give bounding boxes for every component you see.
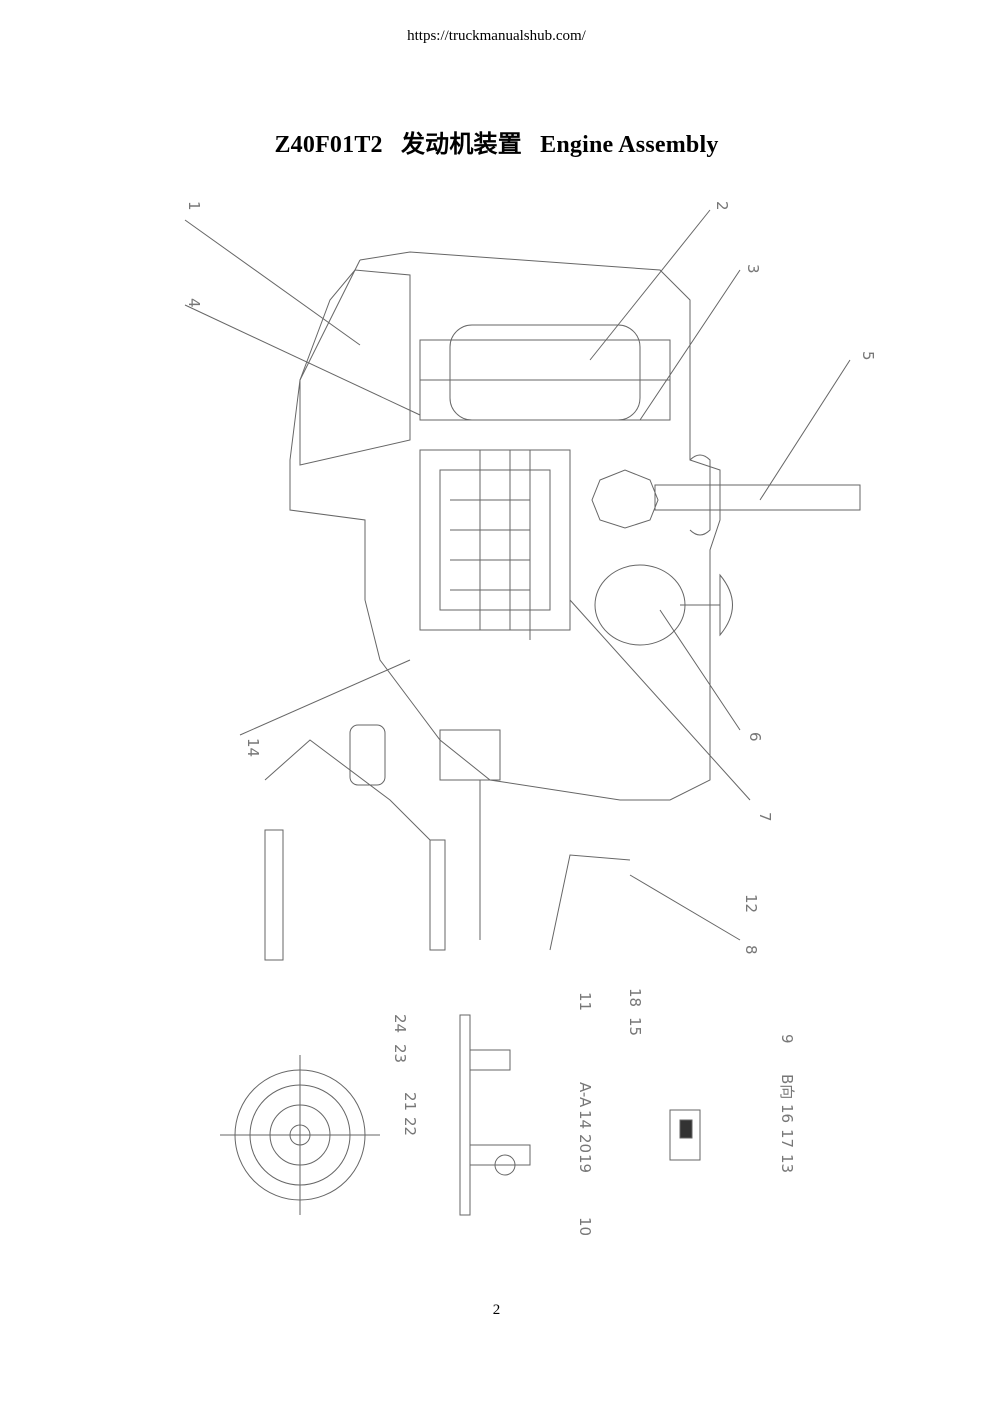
callout-1: 1	[185, 201, 203, 211]
callout-7: 7	[756, 812, 774, 822]
section-block-lower	[469, 1144, 531, 1166]
page-title: Z40F01T2 发动机装置 Engine Assembly	[0, 124, 993, 159]
view-b-block	[669, 1109, 701, 1161]
leader-7	[569, 599, 751, 801]
muffler	[594, 564, 686, 646]
radiator	[449, 324, 641, 421]
callout-3: 3	[744, 264, 762, 274]
callout-19: 19	[576, 1154, 594, 1173]
callout-13: 13	[778, 1154, 796, 1173]
callout-9: 9	[778, 1034, 796, 1044]
drawing-svg: 1 2 3 4 5 6 7 8 9 10 11 12 13 14 15 16 1…	[184, 201, 877, 1236]
pedal-linkage	[549, 854, 631, 951]
callout-2: 2	[713, 201, 731, 211]
callout-23: 23	[391, 1044, 409, 1063]
intake-pipe	[654, 484, 861, 511]
view-label-b: B向	[778, 1074, 796, 1099]
section-block-upper	[469, 1049, 511, 1071]
lower-pad	[349, 724, 386, 786]
engine-block	[419, 449, 571, 631]
engine-core	[439, 469, 551, 611]
callout-14: 14	[244, 738, 262, 757]
air-filter	[591, 469, 659, 529]
leader-3	[639, 269, 741, 421]
leader-8	[629, 874, 741, 941]
leader-1	[184, 219, 361, 346]
engine-ribs	[450, 499, 530, 591]
section-shaft	[459, 1014, 471, 1216]
callout-11: 11	[576, 992, 594, 1011]
lower-frame	[264, 739, 431, 841]
lower-box	[439, 729, 501, 781]
callout-4: 4	[185, 298, 203, 308]
leader-5	[759, 359, 851, 501]
callout-8: 8	[742, 945, 760, 955]
view-b-insert	[679, 1119, 693, 1139]
engine-assembly-drawing: 1 2 3 4 5 6 7 8 9 10 11 12 13 14 15 16 1…	[150, 180, 880, 1240]
callout-12: 12	[742, 894, 760, 913]
leader-6	[659, 609, 741, 731]
callout-22: 22	[401, 1117, 419, 1136]
callout-15: 15	[626, 1017, 644, 1036]
callout-20: 20	[576, 1134, 594, 1153]
callout-16: 16	[778, 1104, 796, 1123]
title-chinese: 发动机装置	[400, 132, 522, 158]
frame-outline	[289, 251, 721, 801]
callout-24: 24	[391, 1014, 409, 1033]
muffler-outlet	[719, 573, 733, 637]
section-ball	[494, 1154, 516, 1176]
upper-left-panel	[299, 269, 411, 466]
callout-17: 17	[778, 1129, 796, 1148]
lower-bracket-right	[429, 839, 446, 951]
title-english: Engine Assembly	[540, 132, 719, 158]
leader-4	[184, 304, 421, 416]
section-label-14: 14	[576, 1110, 594, 1129]
lower-bracket-left	[264, 829, 284, 961]
callout-21: 21	[401, 1092, 419, 1111]
page-number: 2	[492, 1302, 501, 1318]
leader-2	[589, 209, 711, 361]
pipe-bracket	[689, 454, 711, 536]
callout-10: 10	[576, 1217, 594, 1236]
title-code: Z40F01T2	[274, 132, 383, 158]
callout-6: 6	[746, 732, 764, 742]
section-label-aa: A-A	[576, 1082, 594, 1108]
leader-14	[239, 659, 411, 736]
callout-5: 5	[859, 351, 877, 361]
callout-18: 18	[626, 988, 644, 1007]
header-url: https://truckmanualshub.com/	[407, 28, 586, 44]
